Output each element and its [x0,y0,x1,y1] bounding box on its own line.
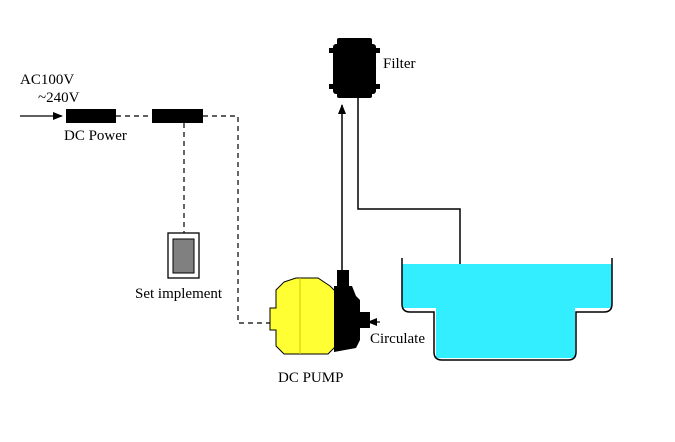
set-implement-device [167,232,200,279]
pump-motor-body [269,277,337,355]
filter-to-tank-pipe [357,98,461,265]
dc-pump-label: DC PUMP [278,370,343,386]
dc-pump [269,270,370,355]
pump-power-cable [203,115,277,324]
controller-screen [172,238,195,274]
dc-power-label: DC Power [64,128,127,144]
filter-label: Filter [383,56,416,72]
circulate-label: Circulate [370,331,425,347]
filter-device [329,38,380,98]
dc-power-unit [66,109,116,123]
junction-unit [152,109,203,123]
input-voltage-label-1: AC100V [20,72,74,88]
set-implement-label: Set implement [135,286,223,302]
pump-outlet [337,270,349,286]
pump-housing [334,286,360,352]
water-tank [401,258,613,361]
input-voltage-label-2: ~240V [38,90,80,106]
pump-inlet [358,312,370,328]
